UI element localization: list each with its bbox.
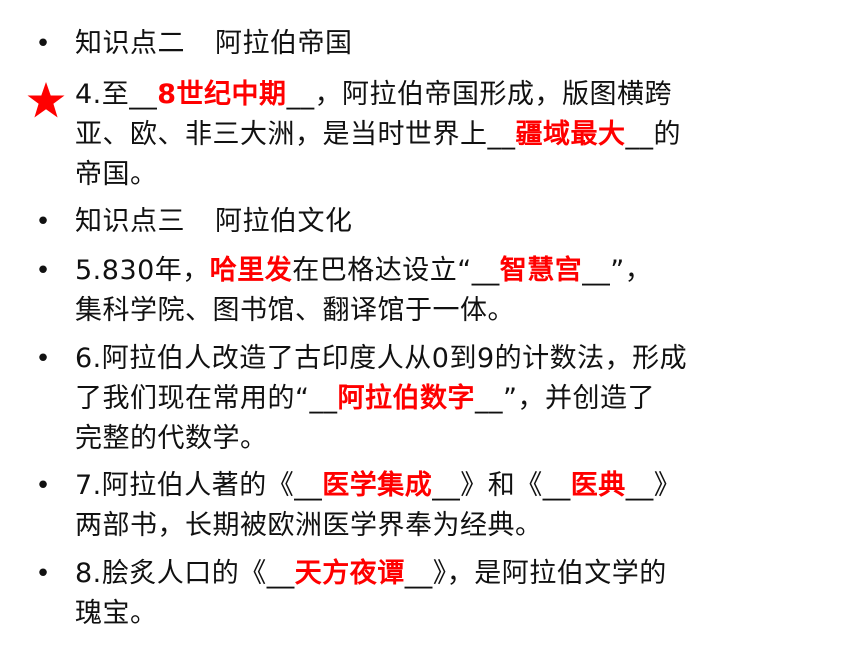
answer-blank: 智慧宫 bbox=[499, 255, 583, 286]
question-7-line-1: 7.阿拉伯人著的《__医学集成__》和《__医典__》 bbox=[75, 470, 682, 501]
question-4-line-3: 帝国。 bbox=[75, 159, 158, 190]
section-title: 阿拉伯帝国 bbox=[215, 28, 353, 59]
question-7-line-2: 两部书，长期被欧洲医学界奉为经典。 bbox=[75, 510, 543, 541]
bullet-dot: • bbox=[35, 29, 51, 59]
bullet-dot: • bbox=[35, 471, 51, 501]
question-6-line-3: 完整的代数学。 bbox=[75, 423, 268, 454]
question-6-line-2: 了我们现在常用的“__阿拉伯数字__”，并创造了 bbox=[75, 383, 655, 414]
answer-blank: 疆域最大 bbox=[515, 119, 626, 150]
bullet-dot: • bbox=[35, 344, 51, 374]
bullet-dot: • bbox=[35, 256, 51, 286]
section-title: 阿拉伯文化 bbox=[215, 206, 353, 237]
question-6-line-1: 6.阿拉伯人改造了古印度人从0到9的计数法，形成 bbox=[75, 343, 688, 374]
red-star-icon bbox=[27, 82, 65, 118]
answer-blank: 哈里发 bbox=[209, 255, 293, 286]
answer-blank: 医学集成 bbox=[322, 470, 433, 501]
section-label: 知识点二 bbox=[75, 28, 185, 59]
section-label: 知识点三 bbox=[75, 206, 185, 237]
answer-blank: 8世纪中期 bbox=[157, 79, 287, 110]
bullet-dot: • bbox=[35, 559, 51, 589]
question-4-line-1: 4.至__8世纪中期__，阿拉伯帝国形成，版图横跨 bbox=[75, 79, 673, 110]
bullet-dot: • bbox=[35, 207, 51, 237]
question-8-line-2: 瑰宝。 bbox=[75, 598, 158, 629]
answer-blank: 阿拉伯数字 bbox=[337, 383, 475, 414]
question-8-line-1: 8.脍炙人口的《__天方夜谭__》，是阿拉伯文学的 bbox=[75, 558, 667, 589]
question-4-line-2: 亚、欧、非三大洲，是当时世界上__疆域最大__的 bbox=[75, 119, 681, 150]
question-5-line-2: 集科学院、图书馆、翻译馆于一体。 bbox=[75, 295, 515, 326]
answer-blank: 医典 bbox=[570, 470, 626, 501]
question-5-line-1: 5.830年，哈里发在巴格达设立“__智慧宫__”， bbox=[75, 255, 653, 286]
answer-blank: 天方夜谭 bbox=[294, 558, 405, 589]
